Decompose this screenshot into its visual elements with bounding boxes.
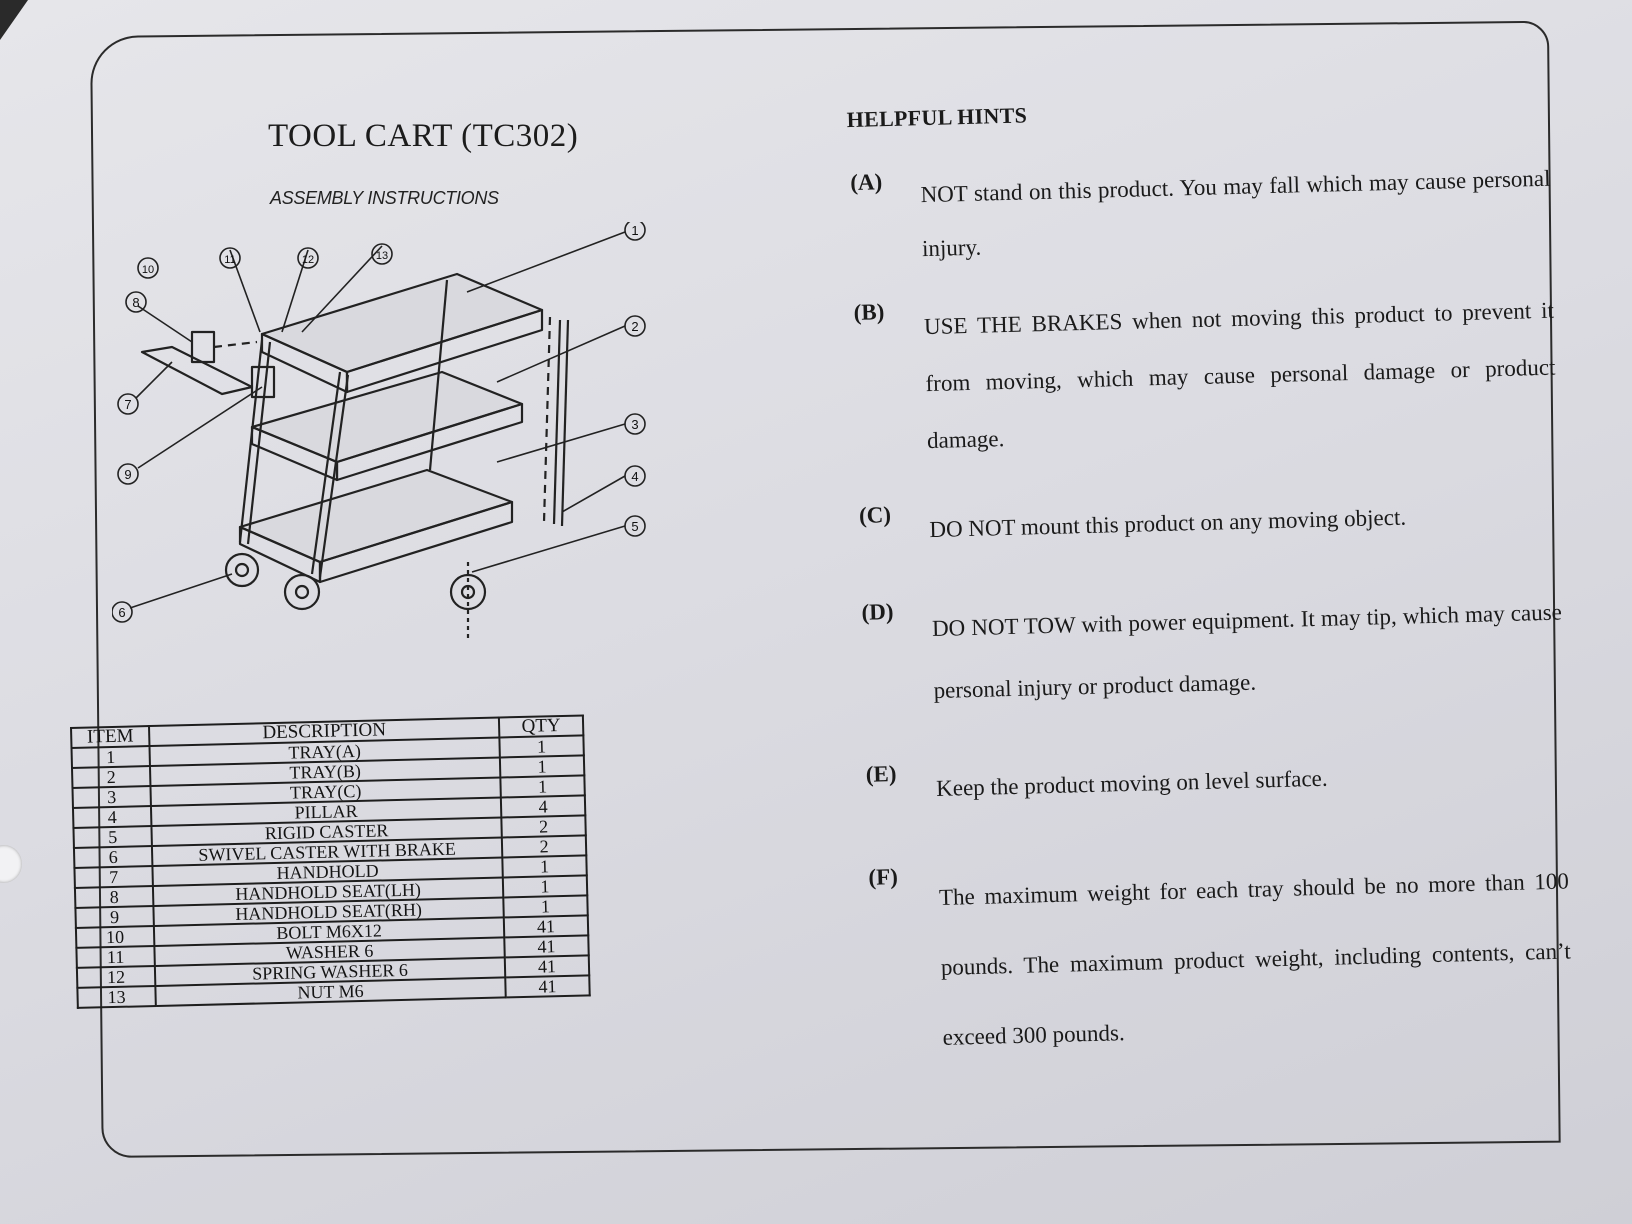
hint-text: NOT stand on this product. You may fall …	[920, 165, 1551, 262]
callout-10: 10	[137, 257, 159, 279]
cell-qty: 1	[502, 875, 588, 898]
handhold	[140, 330, 276, 399]
callout-12: 12	[297, 247, 319, 269]
casters	[224, 552, 487, 642]
hint-label: (D)	[861, 599, 894, 625]
cell-item: 2	[72, 766, 151, 788]
cell-qty: 2	[501, 815, 586, 838]
cell-item: 9	[75, 906, 154, 928]
svg-text:8: 8	[132, 295, 139, 310]
cell-qty: 1	[502, 855, 587, 878]
hint-text: USE THE BRAKES when not moving this prod…	[923, 297, 1556, 454]
cell-item: 3	[72, 786, 151, 808]
hint-label: (C)	[858, 502, 892, 528]
tray-top	[260, 272, 544, 394]
header-item: ITEM	[71, 726, 150, 748]
svg-text:13: 13	[376, 250, 388, 262]
cell-qty: 41	[505, 975, 590, 998]
cell-qty: 1	[500, 775, 585, 798]
hints-title: HELPFUL HINTS	[846, 102, 1028, 133]
cell-qty: 4	[500, 795, 586, 818]
cell-qty: 41	[504, 955, 590, 978]
cell-qty: 1	[499, 755, 585, 778]
tray-middle	[250, 370, 524, 482]
svg-text:9: 9	[124, 467, 131, 482]
cell-qty: 41	[504, 935, 589, 958]
cell-item: 4	[72, 806, 152, 828]
cell-item: 7	[74, 866, 153, 888]
cell-item: 6	[73, 846, 153, 868]
cell-qty: 41	[503, 915, 589, 938]
svg-text:4: 4	[631, 469, 638, 484]
svg-text:2: 2	[631, 319, 638, 334]
hint-label: (B)	[853, 299, 885, 325]
callout-9: 9	[117, 463, 139, 485]
callout-1: 1	[624, 222, 646, 241]
cell-item: 13	[77, 985, 156, 1008]
callout-6: 6	[112, 601, 133, 623]
callout-7: 7	[117, 393, 139, 415]
callout-2: 2	[624, 315, 646, 337]
leader-lines	[129, 231, 626, 609]
cell-qty: 2	[501, 835, 587, 858]
svg-text:12: 12	[302, 254, 314, 266]
cell-qty: 1	[503, 895, 588, 918]
cart-exploded-diagram: 1 2 3 4 5 6 7 8 9 10 11 12 13	[112, 222, 646, 642]
cell-item: 1	[71, 746, 150, 768]
svg-text:11: 11	[224, 254, 235, 266]
document-subtitle: ASSEMBLY INSTRUCTIONS	[270, 188, 499, 208]
cell-item: 11	[76, 946, 155, 968]
tray-bottom	[238, 468, 514, 584]
svg-text:10: 10	[142, 264, 154, 276]
callout-8: 8	[125, 291, 147, 313]
hint-text: The maximum weight for each tray should …	[938, 868, 1571, 1050]
callout-13: 13	[371, 243, 393, 265]
svg-text:5: 5	[631, 519, 638, 534]
svg-text:6: 6	[118, 605, 125, 620]
callout-3: 3	[624, 413, 646, 435]
svg-text:7: 7	[124, 397, 131, 412]
callout-11: 11	[219, 247, 241, 269]
cell-qty: 1	[499, 735, 584, 758]
svg-text:1: 1	[631, 223, 638, 238]
cell-item: 5	[73, 826, 152, 848]
hint-label: (A)	[849, 169, 883, 196]
hint-label: (F)	[868, 864, 899, 890]
callout-5: 5	[624, 515, 646, 537]
callout-4: 4	[624, 465, 646, 487]
hint-text: DO NOT TOW with power equipment. It may …	[931, 599, 1563, 704]
svg-text:3: 3	[631, 417, 638, 432]
header-qty: QTY	[498, 715, 584, 738]
cell-item: 8	[74, 886, 154, 908]
pillars	[238, 279, 570, 578]
punch-hole	[0, 845, 22, 883]
cell-item: 10	[75, 926, 155, 948]
cell-item: 12	[76, 965, 156, 988]
document-title: TOOL CART (TC302)	[268, 118, 579, 154]
hint-label: (E)	[865, 761, 897, 787]
